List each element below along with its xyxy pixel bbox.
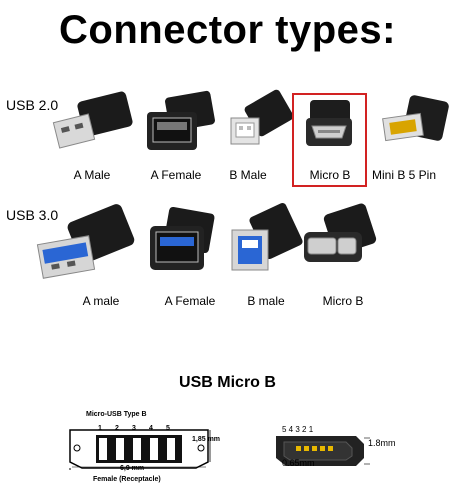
usb2-micro-b-label: Micro B xyxy=(309,168,351,182)
usb3-row-label: USB 3.0 xyxy=(6,207,59,223)
left-pin-1: 1 xyxy=(98,425,102,432)
usb3-a-female-image xyxy=(150,206,215,270)
left-pin-3: 3 xyxy=(132,425,136,432)
usb2-row-label: USB 2.0 xyxy=(6,97,59,113)
usb2-mini-b-image xyxy=(382,95,449,142)
usb2-a-male-label: A Male xyxy=(73,168,111,182)
left-diagram-caption: Female (Receptacle) xyxy=(93,476,161,483)
right-height-dimension: 1.8mm xyxy=(368,438,396,448)
micro-b-highlight-box xyxy=(292,93,367,187)
usb3-a-female-label: A Female xyxy=(164,294,216,308)
usb2-a-male-image xyxy=(52,91,133,149)
left-pin-2: 2 xyxy=(115,425,119,432)
left-diagram-heading: Micro-USB Type B xyxy=(86,411,147,418)
usb2-b-male-label: B Male xyxy=(229,168,267,182)
usb2-b-male-image xyxy=(230,89,294,145)
left-pin-5: 5 xyxy=(166,425,170,432)
usb2-micro-b-image xyxy=(306,100,352,146)
right-receptacle-drawing xyxy=(276,436,370,466)
usb3-micro-b-image xyxy=(304,203,377,262)
page-title: Connector types: xyxy=(59,8,396,52)
right-pin-numbers: 5 4 3 2 1 xyxy=(282,425,314,434)
usb2-a-female-label: A Female xyxy=(150,168,202,182)
left-pin-4: 4 xyxy=(149,425,153,432)
left-receptacle-drawing xyxy=(69,429,211,470)
left-width-dimension: 6,9 mm xyxy=(120,465,145,472)
left-height-dimension: 1,85 mm xyxy=(192,436,221,443)
usb3-micro-b-label: Micro B xyxy=(322,294,364,308)
usb3-a-male-image xyxy=(36,204,135,279)
usb3-a-male-label: A male xyxy=(82,294,120,308)
usb3-b-male-label: B male xyxy=(247,294,285,308)
usb3-b-male-image xyxy=(231,203,303,271)
usb2-a-female-image xyxy=(147,90,215,150)
usb2-mini-b-label: Mini B 5 Pin xyxy=(371,168,437,182)
micro-b-section-title: USB Micro B xyxy=(179,374,276,391)
right-pitch-dimension: 0.65mm xyxy=(282,458,315,468)
